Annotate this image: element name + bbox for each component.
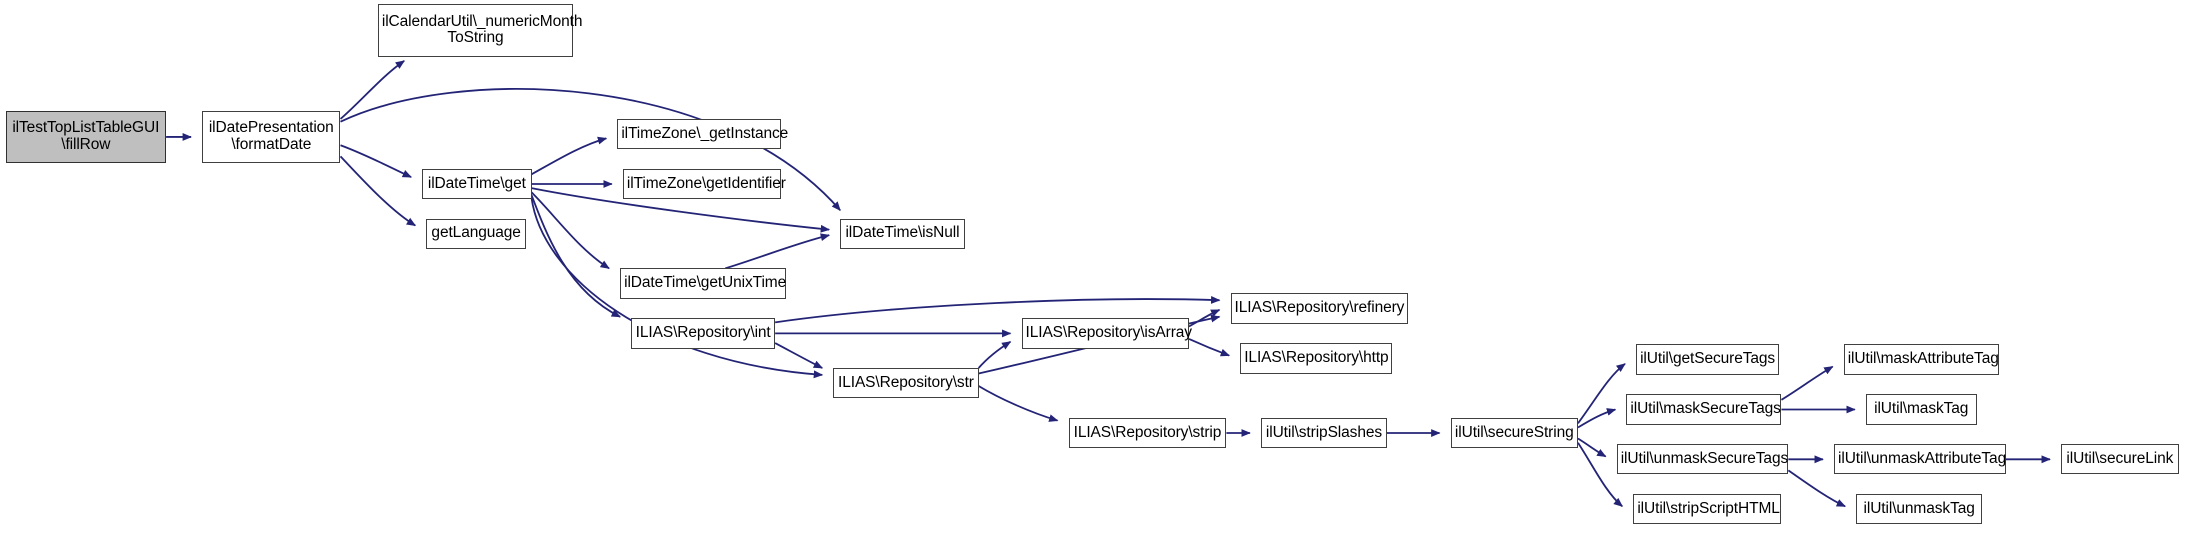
- graph-node-n9[interactable]: ILIAS\Repository\int: [631, 318, 776, 349]
- graph-node-label: ilUtil\getSecureTags: [1640, 350, 1776, 368]
- graph-node-n10[interactable]: ILIAS\Repository\refinery: [1230, 293, 1408, 324]
- graph-node-label: ilUtil\secureString: [1454, 423, 1574, 441]
- graph-edge-n16-to-n19: [1577, 437, 1607, 458]
- graph-node-label: ILIAS\Repository\int: [635, 324, 771, 342]
- graph-edge-n1-to-n6: [339, 155, 417, 227]
- graph-node-label: ilUtil\stripSlashes: [1265, 423, 1383, 441]
- graph-node-label: ilUtil\maskTag: [1874, 400, 1969, 418]
- graph-node-n25[interactable]: ilUtil\secureLink: [2061, 444, 2179, 475]
- graph-node-label: ilUtil\unmaskTag: [1863, 499, 1975, 517]
- graph-node-n20[interactable]: ilUtil\stripScriptHTML: [1633, 493, 1782, 525]
- graph-node-n24[interactable]: ilUtil\unmaskTag: [1856, 493, 1983, 525]
- graph-node-label: ILIAS\Repository\refinery: [1234, 299, 1405, 317]
- graph-node-n17[interactable]: ilUtil\getSecureTags: [1636, 344, 1779, 375]
- graph-node-label: ilDateTime\isNull: [845, 224, 960, 242]
- graph-node-n14[interactable]: ILIAS\Repository\strip: [1068, 417, 1227, 449]
- graph-node-label: getLanguage: [431, 224, 521, 242]
- graph-node-label: ilCalendarUtil\_numericMonth ToString: [381, 12, 583, 47]
- graph-edge-n13-to-n11: [977, 340, 1012, 369]
- graph-node-n15[interactable]: ilUtil\stripSlashes: [1260, 417, 1387, 449]
- graph-node-label: ilUtil\unmaskAttributeTag: [1838, 449, 2007, 467]
- graph-node-n1[interactable]: ilDatePresentation \formatDate: [202, 110, 341, 164]
- graph-node-label: ilTimeZone\getIdentifier: [626, 174, 786, 192]
- graph-node-label: ILIAS\Repository\strip: [1073, 423, 1222, 441]
- graph-edge-n16-to-n17: [1577, 363, 1626, 424]
- graph-node-label: ilUtil\stripScriptHTML: [1637, 499, 1780, 517]
- graph-edge-n8-to-n7: [725, 233, 831, 270]
- graph-edge-n5-to-n9: [530, 194, 621, 318]
- graph-edge-n13-to-n14: [978, 385, 1059, 422]
- graph-edge-n5-to-n3: [531, 136, 608, 176]
- graph-node-n4[interactable]: ilTimeZone\getIdentifier: [622, 168, 786, 200]
- graph-node-n7[interactable]: ilDateTime\isNull: [840, 218, 965, 249]
- graph-node-label: ilUtil\secureLink: [2066, 449, 2174, 467]
- graph-node-label: ilDatePresentation \formatDate: [208, 119, 334, 153]
- graph-node-label: ilDateTime\getUnixTime: [624, 274, 787, 292]
- graph-node-label: ilUtil\maskSecureTags: [1630, 400, 1781, 418]
- graph-node-label: ilDateTime\get: [427, 174, 526, 192]
- graph-node-label: ilTestTopListTableGUI \fillRow: [12, 119, 160, 153]
- graph-edge-n5-to-n8: [530, 191, 610, 270]
- graph-edge-n18-to-n21: [1780, 365, 1834, 401]
- graph-edge-n9-to-n13: [774, 342, 824, 369]
- graph-node-n19[interactable]: ilUtil\unmaskSecureTags: [1616, 444, 1789, 475]
- graph-edge-n11-to-n10: [1188, 309, 1221, 328]
- graph-node-n5[interactable]: ilDateTime\get: [422, 168, 532, 200]
- graph-node-n0[interactable]: ilTestTopListTableGUI \fillRow: [5, 110, 167, 164]
- graph-edge-n16-to-n18: [1577, 408, 1617, 429]
- graph-node-n12[interactable]: ILIAS\Repository\http: [1240, 343, 1393, 374]
- graph-node-label: ILIAS\Repository\isArray: [1025, 324, 1193, 342]
- graph-node-n2[interactable]: ilCalendarUtil\_numericMonth ToString: [377, 4, 583, 57]
- graph-node-n18[interactable]: ilUtil\maskSecureTags: [1626, 394, 1782, 425]
- graph-node-n13[interactable]: ILIAS\Repository\str: [833, 367, 979, 399]
- graph-edge-n1-to-n2: [339, 60, 405, 120]
- graph-node-n6[interactable]: getLanguage: [426, 218, 526, 249]
- graph-node-n16[interactable]: ilUtil\secureString: [1450, 417, 1578, 449]
- graph-edge-n11-to-n12: [1188, 338, 1231, 357]
- graph-node-label: ILIAS\Repository\str: [838, 373, 974, 391]
- graph-node-n23[interactable]: ilUtil\unmaskAttributeTag: [1834, 444, 2007, 475]
- graph-node-label: ilTimeZone\_getInstance: [621, 124, 789, 142]
- graph-node-label: ilUtil\unmaskSecureTags: [1620, 449, 1789, 467]
- graph-node-n11[interactable]: ILIAS\Repository\isArray: [1021, 318, 1193, 349]
- graph-edge-n19-to-n24: [1787, 469, 1846, 508]
- graph-node-label: ILIAS\Repository\http: [1244, 348, 1389, 366]
- graph-node-label: ilUtil\maskAttributeTag: [1847, 350, 1999, 368]
- graph-node-n22[interactable]: ilUtil\maskTag: [1865, 394, 1977, 425]
- graph-node-n8[interactable]: ilDateTime\getUnixTime: [620, 268, 787, 299]
- graph-node-n3[interactable]: ilTimeZone\_getInstance: [617, 118, 789, 150]
- graph-edge-n16-to-n20: [1577, 442, 1623, 508]
- graph-node-n21[interactable]: ilUtil\maskAttributeTag: [1843, 344, 1999, 375]
- graph-edge-n1-to-n5: [340, 144, 412, 178]
